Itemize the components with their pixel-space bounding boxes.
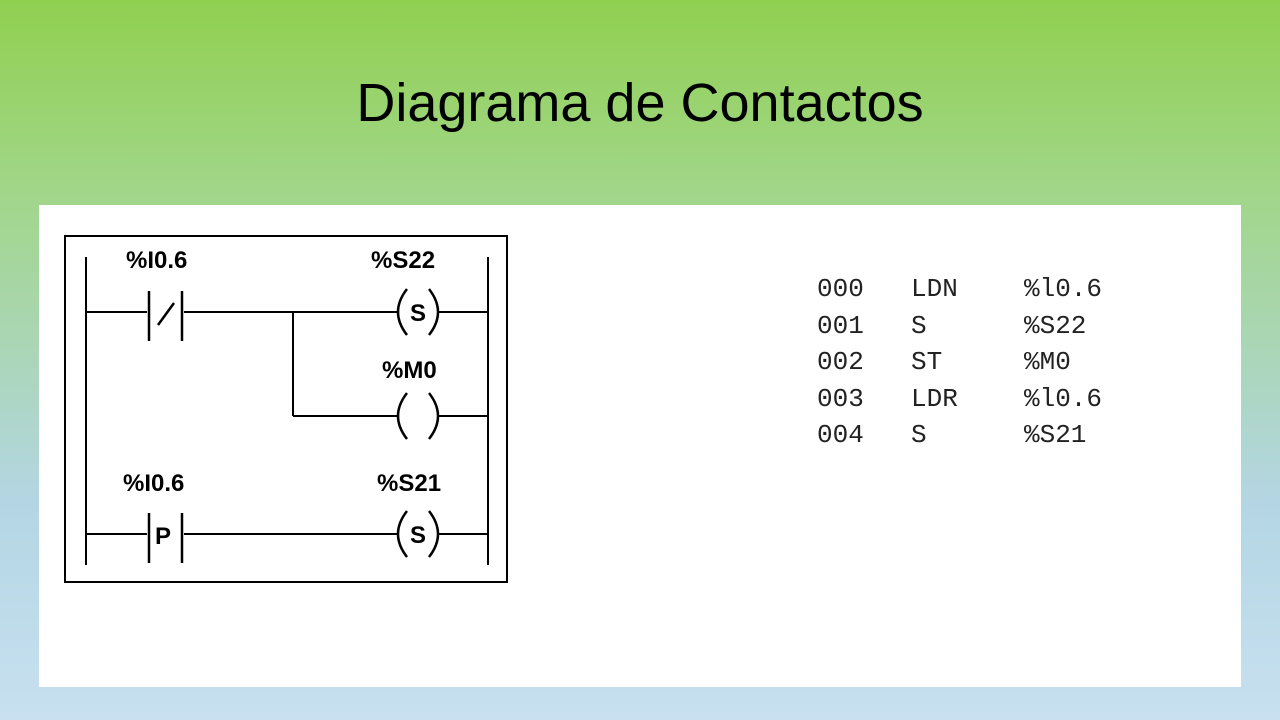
rung2-contact-label: %I0.6 xyxy=(123,470,184,497)
il-op: S xyxy=(911,310,927,341)
il-operand: %l0.6 xyxy=(1024,274,1103,304)
normally-closed-contact xyxy=(147,291,184,341)
rising-edge-contact: P xyxy=(147,513,184,563)
il-row: 001 S %S22 xyxy=(817,308,1144,345)
il-operand: %M0 xyxy=(1024,347,1071,377)
coil-m0 xyxy=(396,392,440,440)
il-op: ST xyxy=(911,347,943,377)
il-row: 004 S %S21 xyxy=(817,417,1144,454)
il-address: 000 xyxy=(817,274,864,304)
set-coil-s22: S xyxy=(396,288,440,336)
il-row: 003 LDR %l0.6 xyxy=(817,381,1144,418)
il-operand: %l0.6 xyxy=(1024,383,1103,414)
il-operand: %S21 xyxy=(1024,420,1087,450)
rung-1: %I0.6 S %S22 %M0 xyxy=(86,247,488,440)
coil-m0-label: %M0 xyxy=(382,357,437,384)
rung1-contact-label: %I0.6 xyxy=(126,247,187,274)
set-coil-s21: S xyxy=(396,510,440,558)
coil-s21-label: %S21 xyxy=(377,470,441,497)
il-op: S xyxy=(911,420,927,450)
rising-edge-letter: P xyxy=(155,523,171,550)
coil-s21-letter: S xyxy=(410,522,426,549)
il-address: 004 xyxy=(817,420,864,450)
slide-title: Diagrama de Contactos xyxy=(356,73,924,133)
il-address: 001 xyxy=(817,310,864,341)
il-operand: %S22 xyxy=(1024,310,1087,341)
ladder-diagram: %I0.6 S %S22 %M0 xyxy=(64,235,508,583)
il-row: 002 ST %M0 xyxy=(817,344,1144,381)
coil-s22-label: %S22 xyxy=(371,247,435,274)
il-address: 003 xyxy=(817,383,864,414)
ladder-frame xyxy=(64,235,508,583)
il-row: 000 LDN %l0.6 xyxy=(817,271,1144,308)
coil-s22-letter: S xyxy=(410,300,426,327)
il-op: LDR xyxy=(911,383,958,414)
content-panel: %I0.6 S %S22 %M0 xyxy=(39,205,1241,687)
il-op: LDN xyxy=(911,274,958,304)
rung-2: P %I0.6 S %S21 xyxy=(86,470,488,563)
il-address: 002 xyxy=(817,347,864,377)
